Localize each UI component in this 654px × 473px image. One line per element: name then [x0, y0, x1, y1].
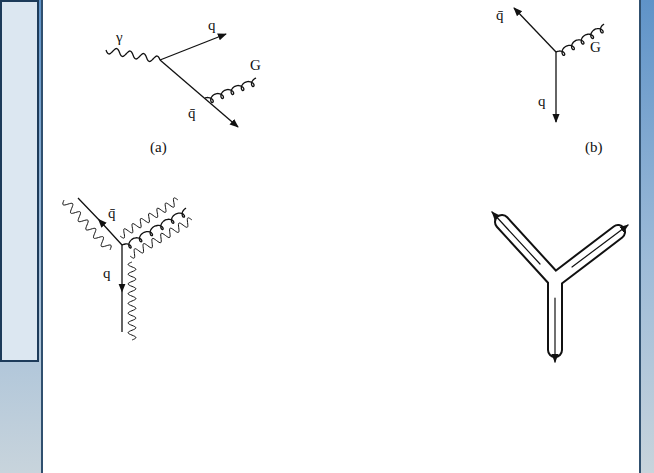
- antiquark-line: [160, 60, 238, 127]
- particle-label: q: [208, 18, 216, 33]
- diagram-c: [78, 198, 122, 332]
- diagram-b: [514, 8, 556, 122]
- particle-label: G: [250, 58, 261, 73]
- panel-label: (a): [150, 140, 167, 155]
- diagram-a: [160, 34, 238, 127]
- particle-label: q̄: [108, 206, 116, 221]
- particle-label: γ: [116, 30, 123, 45]
- quark-line: [160, 34, 226, 60]
- gluon-line: [122, 208, 186, 248]
- white-panel: [42, 0, 640, 473]
- particle-label: q̄: [496, 8, 504, 23]
- gluon-line: [556, 24, 604, 55]
- color-flux: [63, 200, 111, 250]
- photon-line: [106, 48, 160, 61]
- quark-line: [555, 52, 556, 122]
- particle-label: q̄: [188, 106, 196, 121]
- generated-strokes: [63, 24, 604, 340]
- antiquark-line: [78, 198, 122, 245]
- string-tube-d: [492, 212, 628, 362]
- gluon-line: [205, 78, 256, 103]
- particle-label: G: [590, 40, 601, 55]
- quark-line: [121, 245, 122, 332]
- color-flux: [130, 218, 192, 258]
- particle-label: q: [538, 94, 546, 109]
- side-panel: [1, 1, 38, 361]
- antiquark-line: [514, 8, 556, 52]
- particle-label: q: [103, 266, 111, 281]
- panel-label: (b): [585, 140, 603, 155]
- color-flux: [128, 262, 136, 340]
